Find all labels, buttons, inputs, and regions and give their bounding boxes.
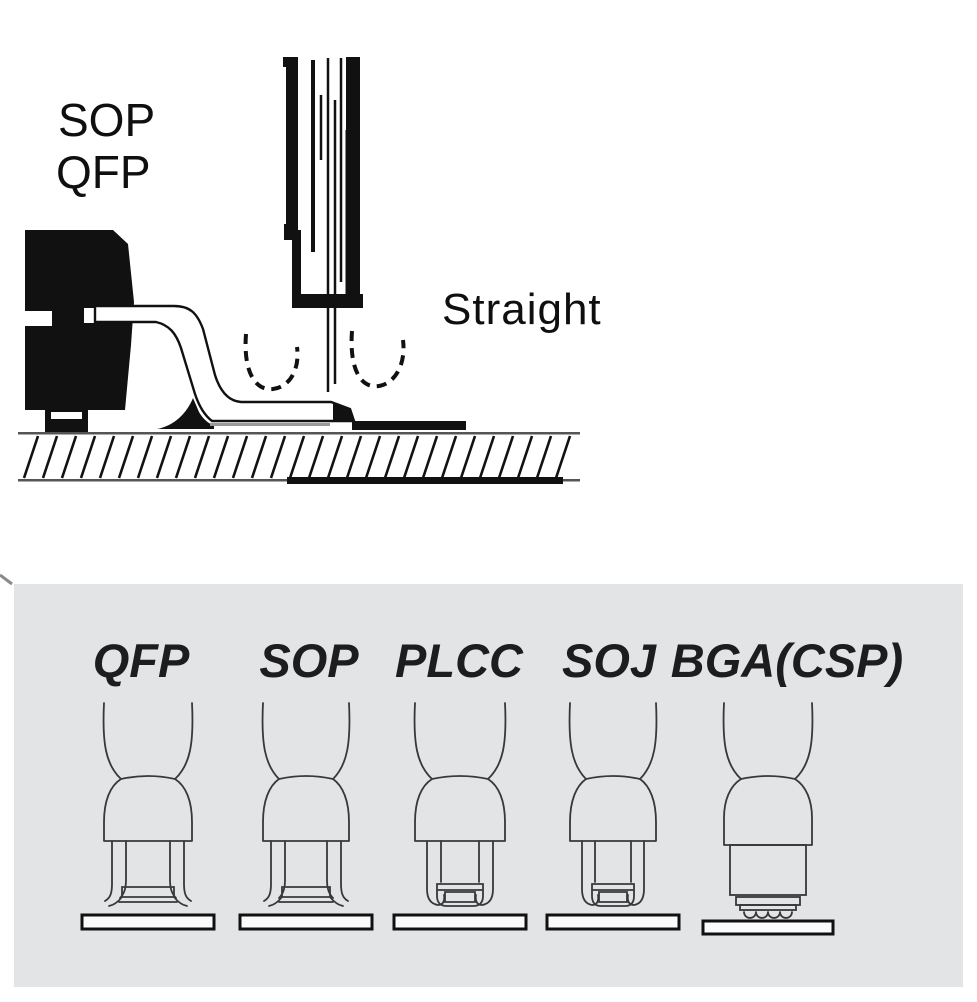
pcb-bar (238, 913, 374, 931)
nozzle-label-qfp: QFP (93, 634, 190, 687)
ic-package-body (25, 230, 134, 410)
nozzle-label-soj: SOJ (562, 634, 657, 687)
tip-left-wall (286, 57, 298, 235)
solder-fillet-heel (157, 398, 214, 429)
nozzle-bell (569, 778, 657, 842)
board-top-line (18, 432, 580, 435)
pcb-board (18, 432, 580, 484)
j-lead-component (591, 883, 635, 907)
nozzle-panel: QFP SOP PLCC SOJ BGA(CSP) (0, 573, 963, 987)
nozzle-drawing-soj (545, 702, 681, 931)
nozzle-tube (261, 702, 351, 780)
solder-balls (743, 911, 793, 919)
nozzle-bell (103, 778, 193, 842)
nozzle-skirt (104, 840, 192, 902)
molten-solder-left (243, 333, 300, 392)
pad-line-under-foot (210, 423, 330, 426)
nozzle-drawing-sop (238, 702, 374, 931)
nozzle-drawing-bga-csp (701, 702, 835, 936)
tip-left-step (284, 224, 293, 240)
bga-substrate (739, 904, 797, 911)
nozzle-drawing-qfp (80, 702, 216, 931)
pcb-bar (392, 913, 528, 931)
board-bottom-thick (287, 477, 563, 484)
nozzle-skirt (426, 840, 494, 906)
bga-component (735, 896, 801, 919)
nozzle-skirt (263, 840, 349, 902)
pcb-bar (701, 919, 835, 936)
nozzle-bell (262, 778, 350, 842)
gull-wing-component (268, 886, 344, 907)
pcb-pad-strip (352, 421, 466, 430)
nozzle-tube (722, 702, 814, 780)
scan-artifact (0, 573, 13, 586)
package-type-label-line1: SOP (58, 94, 155, 146)
nozzle-bell (414, 778, 506, 842)
straight-tip-label: Straight (442, 285, 602, 334)
nozzle-body (729, 844, 807, 896)
ic-package-notch (25, 311, 52, 326)
tip-left-wall-lower (292, 230, 301, 308)
board-hatch (22, 435, 572, 479)
top-diagram: SOP QFP Straight (18, 57, 602, 484)
nozzle-tube (102, 702, 194, 780)
ic-package (25, 230, 136, 433)
nozzle-label-bga-csp: BGA(CSP) (671, 634, 903, 687)
nozzle-drawing-plcc (392, 702, 528, 931)
j-lead-component (436, 883, 484, 907)
nozzle-tube (413, 702, 507, 780)
pcb-bar (80, 913, 216, 931)
ic-package-stub-slit (51, 412, 82, 419)
pcb-bar (545, 913, 681, 931)
gull-wing-lead (93, 304, 466, 430)
solder-fillet-toe (333, 403, 355, 421)
soldering-tip (283, 57, 363, 392)
molten-solder-right (349, 330, 406, 389)
package-type-label-line2: QFP (56, 146, 151, 198)
tip-right-wall (346, 57, 360, 308)
molten-solder-dashes (243, 330, 406, 392)
lead-outline (93, 304, 356, 423)
nozzle-label-sop: SOP (259, 634, 359, 687)
nozzle-tube (568, 702, 658, 780)
nozzle-label-plcc: PLCC (395, 634, 524, 687)
nozzle-skirt (581, 840, 645, 906)
gull-wing-component (108, 886, 188, 907)
